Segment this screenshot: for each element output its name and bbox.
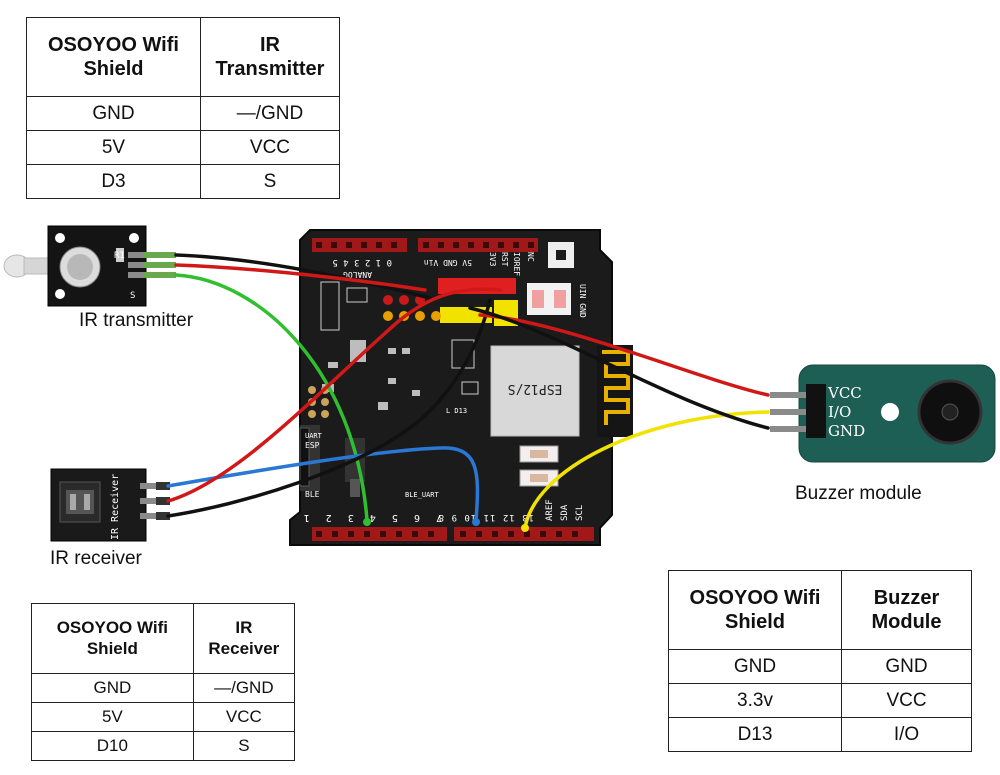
table-row: GND GND bbox=[668, 649, 972, 684]
table-cell: GND bbox=[31, 673, 194, 703]
sda-label: SDA bbox=[560, 504, 570, 521]
wire-ir-rx-gnd bbox=[166, 298, 492, 518]
analog-pin-numbers: 0 1 2 3 4 5 bbox=[332, 257, 392, 267]
buzzer-pin-vcc: VCC bbox=[827, 384, 862, 402]
ble-uart-label: BLE_UART bbox=[405, 491, 440, 499]
digital-pin-numbers-high: 13 12 11 10 9 8 bbox=[438, 512, 534, 522]
aref-label: AREF bbox=[545, 499, 555, 521]
table-row: GND —/GND bbox=[31, 673, 296, 703]
table-cell: I/O bbox=[841, 717, 972, 752]
table-row: D13 I/O bbox=[668, 717, 972, 752]
power-pin-labels: 5V GND Vin bbox=[424, 258, 472, 267]
buzzer-pin-table: OSOYOO Wifi Shield Buzzer Module GND GND… bbox=[668, 570, 972, 752]
ir-receiver-pin-table: OSOYOO Wifi Shield IR Receiver GND —/GND… bbox=[31, 603, 296, 761]
ir-transmitter-module: R1 S bbox=[3, 225, 176, 307]
table-cell: VCC bbox=[192, 702, 296, 732]
table-cell: 3.3v bbox=[668, 683, 842, 718]
analog-label: ANALOG bbox=[343, 270, 372, 279]
uin-gnd-label: UIN GND bbox=[578, 284, 587, 318]
digital-header-low bbox=[312, 527, 447, 541]
table-header: OSOYOO Wifi Shield bbox=[26, 17, 201, 97]
wire-buzzer-io bbox=[523, 410, 770, 530]
table-cell: S bbox=[192, 731, 296, 761]
table-cell: 5V bbox=[31, 702, 194, 732]
red-connector bbox=[438, 278, 516, 294]
table-cell: D10 bbox=[31, 731, 194, 761]
buzzer-pin-io: I/O bbox=[828, 403, 851, 421]
table-header: IR Receiver bbox=[192, 603, 296, 674]
analog-header bbox=[312, 238, 407, 252]
table-cell: —/GND bbox=[192, 673, 296, 703]
wires bbox=[166, 253, 770, 530]
wire-ir-tx-signal bbox=[174, 273, 369, 522]
ir-receiver-text: IR Receiver bbox=[110, 474, 121, 540]
buzzer-module-label: Buzzer module bbox=[795, 483, 922, 504]
power-header bbox=[418, 238, 538, 252]
wire-buzzer-vcc bbox=[478, 313, 770, 397]
table-cell: S bbox=[199, 164, 341, 199]
table-header: OSOYOO Wifi Shield bbox=[668, 570, 842, 650]
table-cell: D13 bbox=[668, 717, 842, 752]
d13-label: L D13 bbox=[446, 407, 467, 415]
wire-ir-tx-vcc bbox=[174, 263, 427, 292]
module-name: ESP12/S bbox=[508, 381, 563, 396]
ir-tx-r1-label: R1 bbox=[114, 251, 125, 261]
rst-label: RST bbox=[500, 252, 509, 267]
table-cell: GND bbox=[668, 649, 842, 684]
ir-transmitter-pin-table: OSOYOO Wifi Shield IR Transmitter GND —/… bbox=[26, 17, 341, 199]
table-cell: VCC bbox=[841, 683, 972, 718]
table-row: GND —/GND bbox=[26, 96, 341, 131]
table-row: 3.3v VCC bbox=[668, 683, 972, 718]
table-row: 5V VCC bbox=[26, 130, 341, 165]
table-cell: GND bbox=[841, 649, 972, 684]
table-cell: VCC bbox=[199, 130, 341, 165]
buzzer-module: VCC I/O GND bbox=[770, 364, 996, 463]
table-row: D3 S bbox=[26, 164, 341, 199]
table-cell: —/GND bbox=[199, 96, 341, 131]
esp-label: ESP bbox=[305, 441, 320, 450]
table-header: Buzzer Module bbox=[841, 570, 972, 650]
ioref-label: IOREF bbox=[512, 252, 521, 276]
buzzer-pin-gnd: GND bbox=[828, 422, 865, 440]
table-header: OSOYOO Wifi Shield bbox=[31, 603, 194, 674]
table-cell: 5V bbox=[26, 130, 201, 165]
table-row: D10 S bbox=[31, 731, 296, 761]
table-cell: GND bbox=[26, 96, 201, 131]
table-header: IR Transmitter bbox=[199, 17, 341, 97]
wire-ir-rx-vcc bbox=[166, 287, 502, 503]
ir-transmitter-label: IR transmitter bbox=[79, 310, 194, 331]
wire-ir-rx-signal bbox=[166, 446, 480, 522]
scl-label: SCL bbox=[575, 505, 585, 521]
ir-receiver-module: IR Receiver bbox=[50, 468, 170, 542]
v3-label: 3V3 bbox=[488, 252, 497, 267]
nc-label: NC bbox=[526, 252, 535, 262]
wire-buzzer-gnd bbox=[468, 306, 770, 430]
ir-receiver-label: IR receiver bbox=[50, 548, 142, 569]
esp12-module bbox=[490, 345, 580, 437]
digital-pin-numbers-low: 7 6 5 4 3 2 1 0 bbox=[277, 512, 442, 523]
ir-tx-s-label: S bbox=[130, 291, 135, 301]
table-row: 5V VCC bbox=[31, 702, 296, 732]
ble-label: BLE bbox=[305, 490, 320, 499]
wire-ir-tx-gnd bbox=[174, 253, 432, 300]
uart-label: UART bbox=[305, 432, 323, 440]
table-cell: D3 bbox=[26, 164, 201, 199]
